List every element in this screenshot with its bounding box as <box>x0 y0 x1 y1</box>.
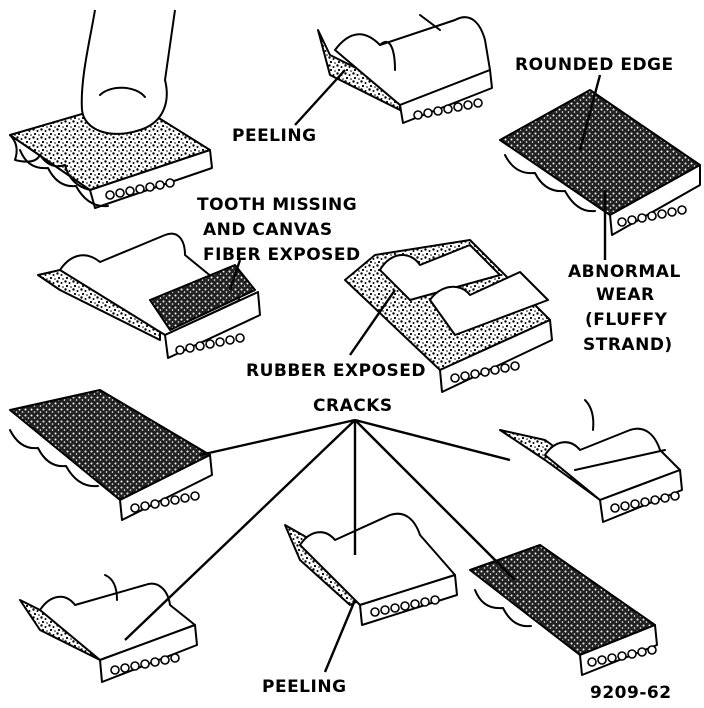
label-rubber-exposed: RUBBER EXPOSED <box>246 361 426 381</box>
belt-cracks-right <box>499 399 683 523</box>
label-tooth-missing-line1: TOOTH MISSING <box>197 195 357 215</box>
figure-id: 9209-62 <box>590 683 672 703</box>
label-abnormal-line1: ABNORMAL <box>568 262 681 282</box>
label-abnormal-line2: WEAR <box>596 285 655 305</box>
leader-lines <box>124 69 607 673</box>
belt-bottom-right-dark <box>469 544 658 676</box>
finger-illustration <box>80 9 176 135</box>
belt-rubber-exposed <box>344 239 553 393</box>
belt-finger-press <box>9 9 213 209</box>
belt-tooth-missing <box>37 232 261 359</box>
belt-rounded-edge <box>499 89 701 236</box>
label-cracks: CRACKS <box>313 396 393 416</box>
belt-peeling-bottom <box>19 574 198 683</box>
label-peeling-top: PEELING <box>232 126 317 146</box>
label-abnormal-line3: (FLUFFY <box>585 310 668 330</box>
belt-cracks-left <box>9 389 213 521</box>
belt-peeling-top <box>317 14 493 124</box>
label-abnormal-line4: STRAND) <box>583 335 673 355</box>
label-rounded-edge: ROUNDED EDGE <box>515 55 674 75</box>
label-tooth-missing-line2: AND CANVAS <box>203 220 333 240</box>
label-peeling-bottom: PEELING <box>262 677 347 697</box>
belt-cracks-center <box>284 512 458 626</box>
label-tooth-missing-line3: FIBER EXPOSED <box>203 245 361 265</box>
